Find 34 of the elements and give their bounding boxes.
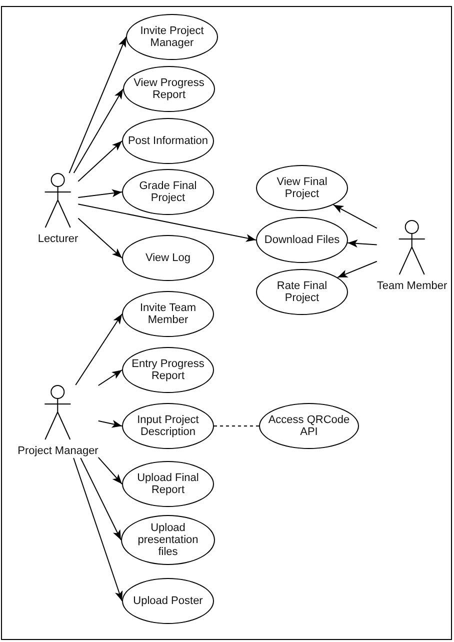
actor-label: Project Manager <box>18 444 98 458</box>
arrow <box>98 456 122 484</box>
use-case-label: Upload Poster <box>133 595 203 607</box>
use-case-label: Invite Team Member <box>138 302 198 326</box>
use-case-label: Input Project Description <box>136 414 200 438</box>
use-case-label: Grade Final Project <box>138 180 198 204</box>
arrow <box>337 260 378 278</box>
arrow <box>80 458 122 540</box>
arrow <box>78 140 122 182</box>
use-case-ellipse <box>256 269 348 315</box>
use-case-label: Post Information <box>128 135 208 147</box>
arrow <box>78 189 122 198</box>
use-case-label: Download Files <box>264 234 340 246</box>
use-case-label: Access QRCode API <box>267 414 351 438</box>
arrow <box>75 314 122 386</box>
use-case-label: Upload Final Report <box>136 472 200 496</box>
use-case-label: View Log <box>145 252 191 264</box>
arrow <box>68 36 126 174</box>
arrow <box>78 204 256 242</box>
arrow <box>332 204 378 229</box>
arrow <box>98 370 122 386</box>
arrow <box>73 458 123 602</box>
use-case-label: Rate Final Project <box>276 280 328 304</box>
arrow <box>73 88 124 174</box>
use-case-label: View Progress Report <box>132 77 206 101</box>
actor-label: Team Member <box>376 279 448 293</box>
arrow <box>78 218 122 258</box>
use-case-label: Invite Project Manager <box>139 25 205 49</box>
use-case-label: Upload presentation files <box>137 522 199 558</box>
use-case-label: View Final Project <box>276 176 328 200</box>
arrow <box>347 240 378 248</box>
arrow <box>98 420 122 428</box>
actor-label: Lecturer <box>38 232 78 246</box>
use-case-label: Entry Progress Report <box>130 358 206 382</box>
